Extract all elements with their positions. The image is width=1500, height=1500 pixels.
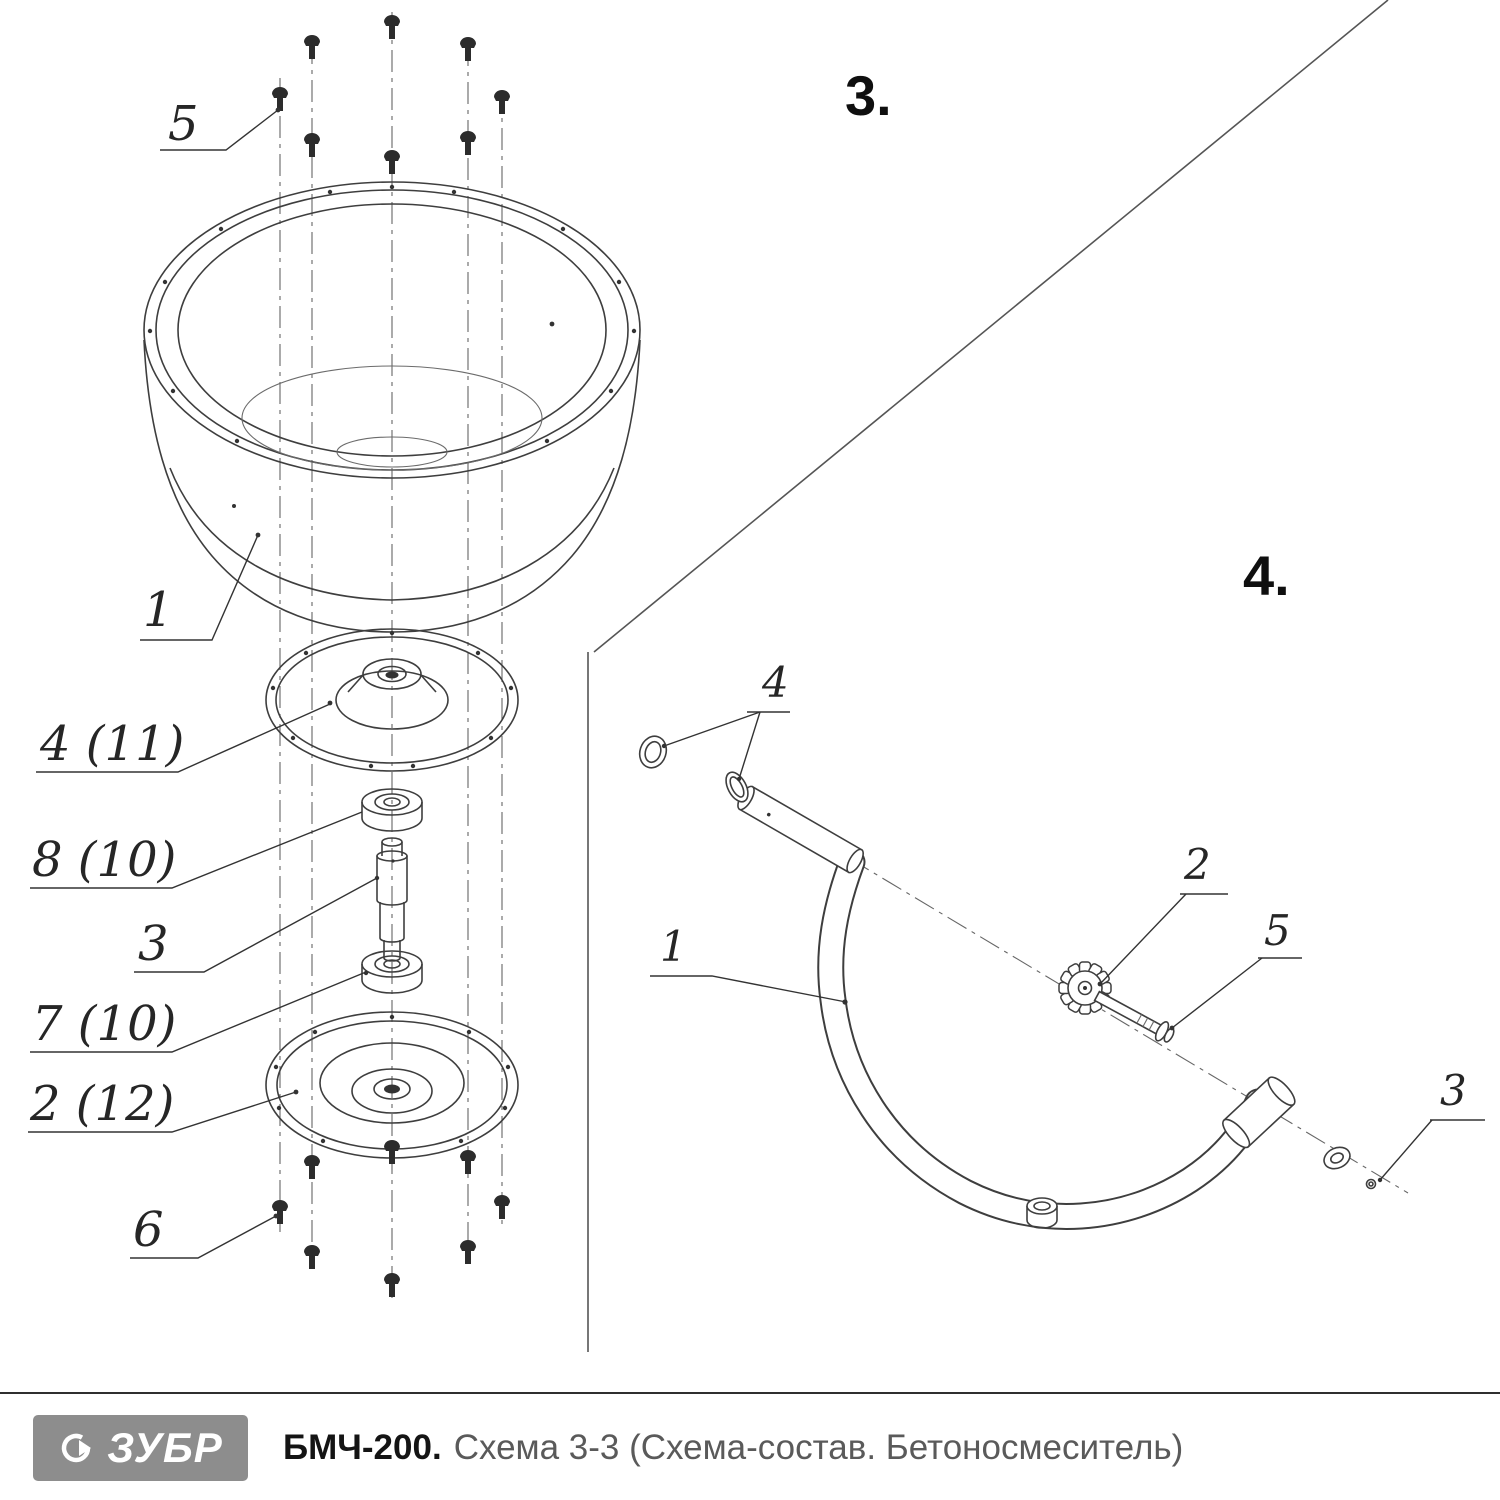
part-label-drum-6: 6 bbox=[133, 1202, 164, 1258]
footer-bar: ЗУБР БМЧ-200. Схема 3-3 (Схема-состав. Б… bbox=[0, 1392, 1500, 1500]
frame-leader-lines bbox=[650, 711, 1485, 1183]
part-label-drum-7-10: 7 (10) bbox=[32, 996, 177, 1052]
part-label-drum-3: 3 bbox=[138, 916, 169, 972]
part-label-drum-1: 1 bbox=[143, 582, 174, 638]
upper-flange-disc bbox=[265, 628, 519, 772]
clamp-a bbox=[638, 735, 668, 769]
part-label-drum-5: 5 bbox=[168, 96, 199, 152]
frame-tube bbox=[817, 848, 1272, 1230]
part-label-frame-3: 3 bbox=[1440, 1066, 1467, 1115]
model-number: БМЧ-200. bbox=[283, 1428, 442, 1467]
zubr-logo-icon bbox=[61, 1433, 92, 1463]
gear-shaft bbox=[1093, 990, 1175, 1043]
part-label-drum-2-12: 2 (12) bbox=[30, 1076, 175, 1132]
upper-bearing bbox=[361, 788, 423, 832]
bottom-bolts bbox=[272, 1140, 510, 1297]
mixer-drum bbox=[143, 181, 641, 633]
bottom-stub bbox=[1026, 1197, 1058, 1229]
pinion-gear bbox=[1058, 961, 1112, 1015]
top-bolts bbox=[272, 15, 510, 174]
section-4-number: 4. bbox=[1243, 544, 1290, 607]
footer-caption-line: БМЧ-200. Схема 3-3 (Схема-состав. Бетоно… bbox=[283, 1394, 1183, 1500]
end-sleeve bbox=[1222, 1076, 1296, 1149]
section-divider-lines bbox=[587, 0, 1389, 1352]
part-label-frame-1: 1 bbox=[660, 922, 687, 971]
end-washer bbox=[1323, 1146, 1377, 1190]
part-label-drum-4-11: 4 (11) bbox=[40, 716, 185, 772]
scheme-caption: Схема 3-3 (Схема-состав. Бетоносмеситель… bbox=[453, 1428, 1184, 1467]
handle-tube bbox=[737, 785, 864, 874]
part-label-frame-4: 4 bbox=[762, 658, 789, 707]
part-label-frame-5: 5 bbox=[1264, 906, 1291, 955]
zubr-logo: ЗУБР bbox=[33, 1415, 248, 1481]
drum-axis-lines bbox=[279, 12, 503, 1300]
section-3-number: 3. bbox=[845, 64, 892, 127]
part-label-drum-8-10: 8 (10) bbox=[32, 832, 177, 888]
clamp-b bbox=[725, 771, 749, 803]
lower-flange-disc bbox=[265, 1011, 519, 1159]
drive-shaft bbox=[374, 837, 408, 962]
drum-leader-lines bbox=[28, 107, 378, 1259]
lower-bearing bbox=[361, 950, 423, 994]
zubr-logo-text: ЗУБР bbox=[107, 1424, 223, 1471]
part-label-frame-2: 2 bbox=[1184, 840, 1211, 889]
